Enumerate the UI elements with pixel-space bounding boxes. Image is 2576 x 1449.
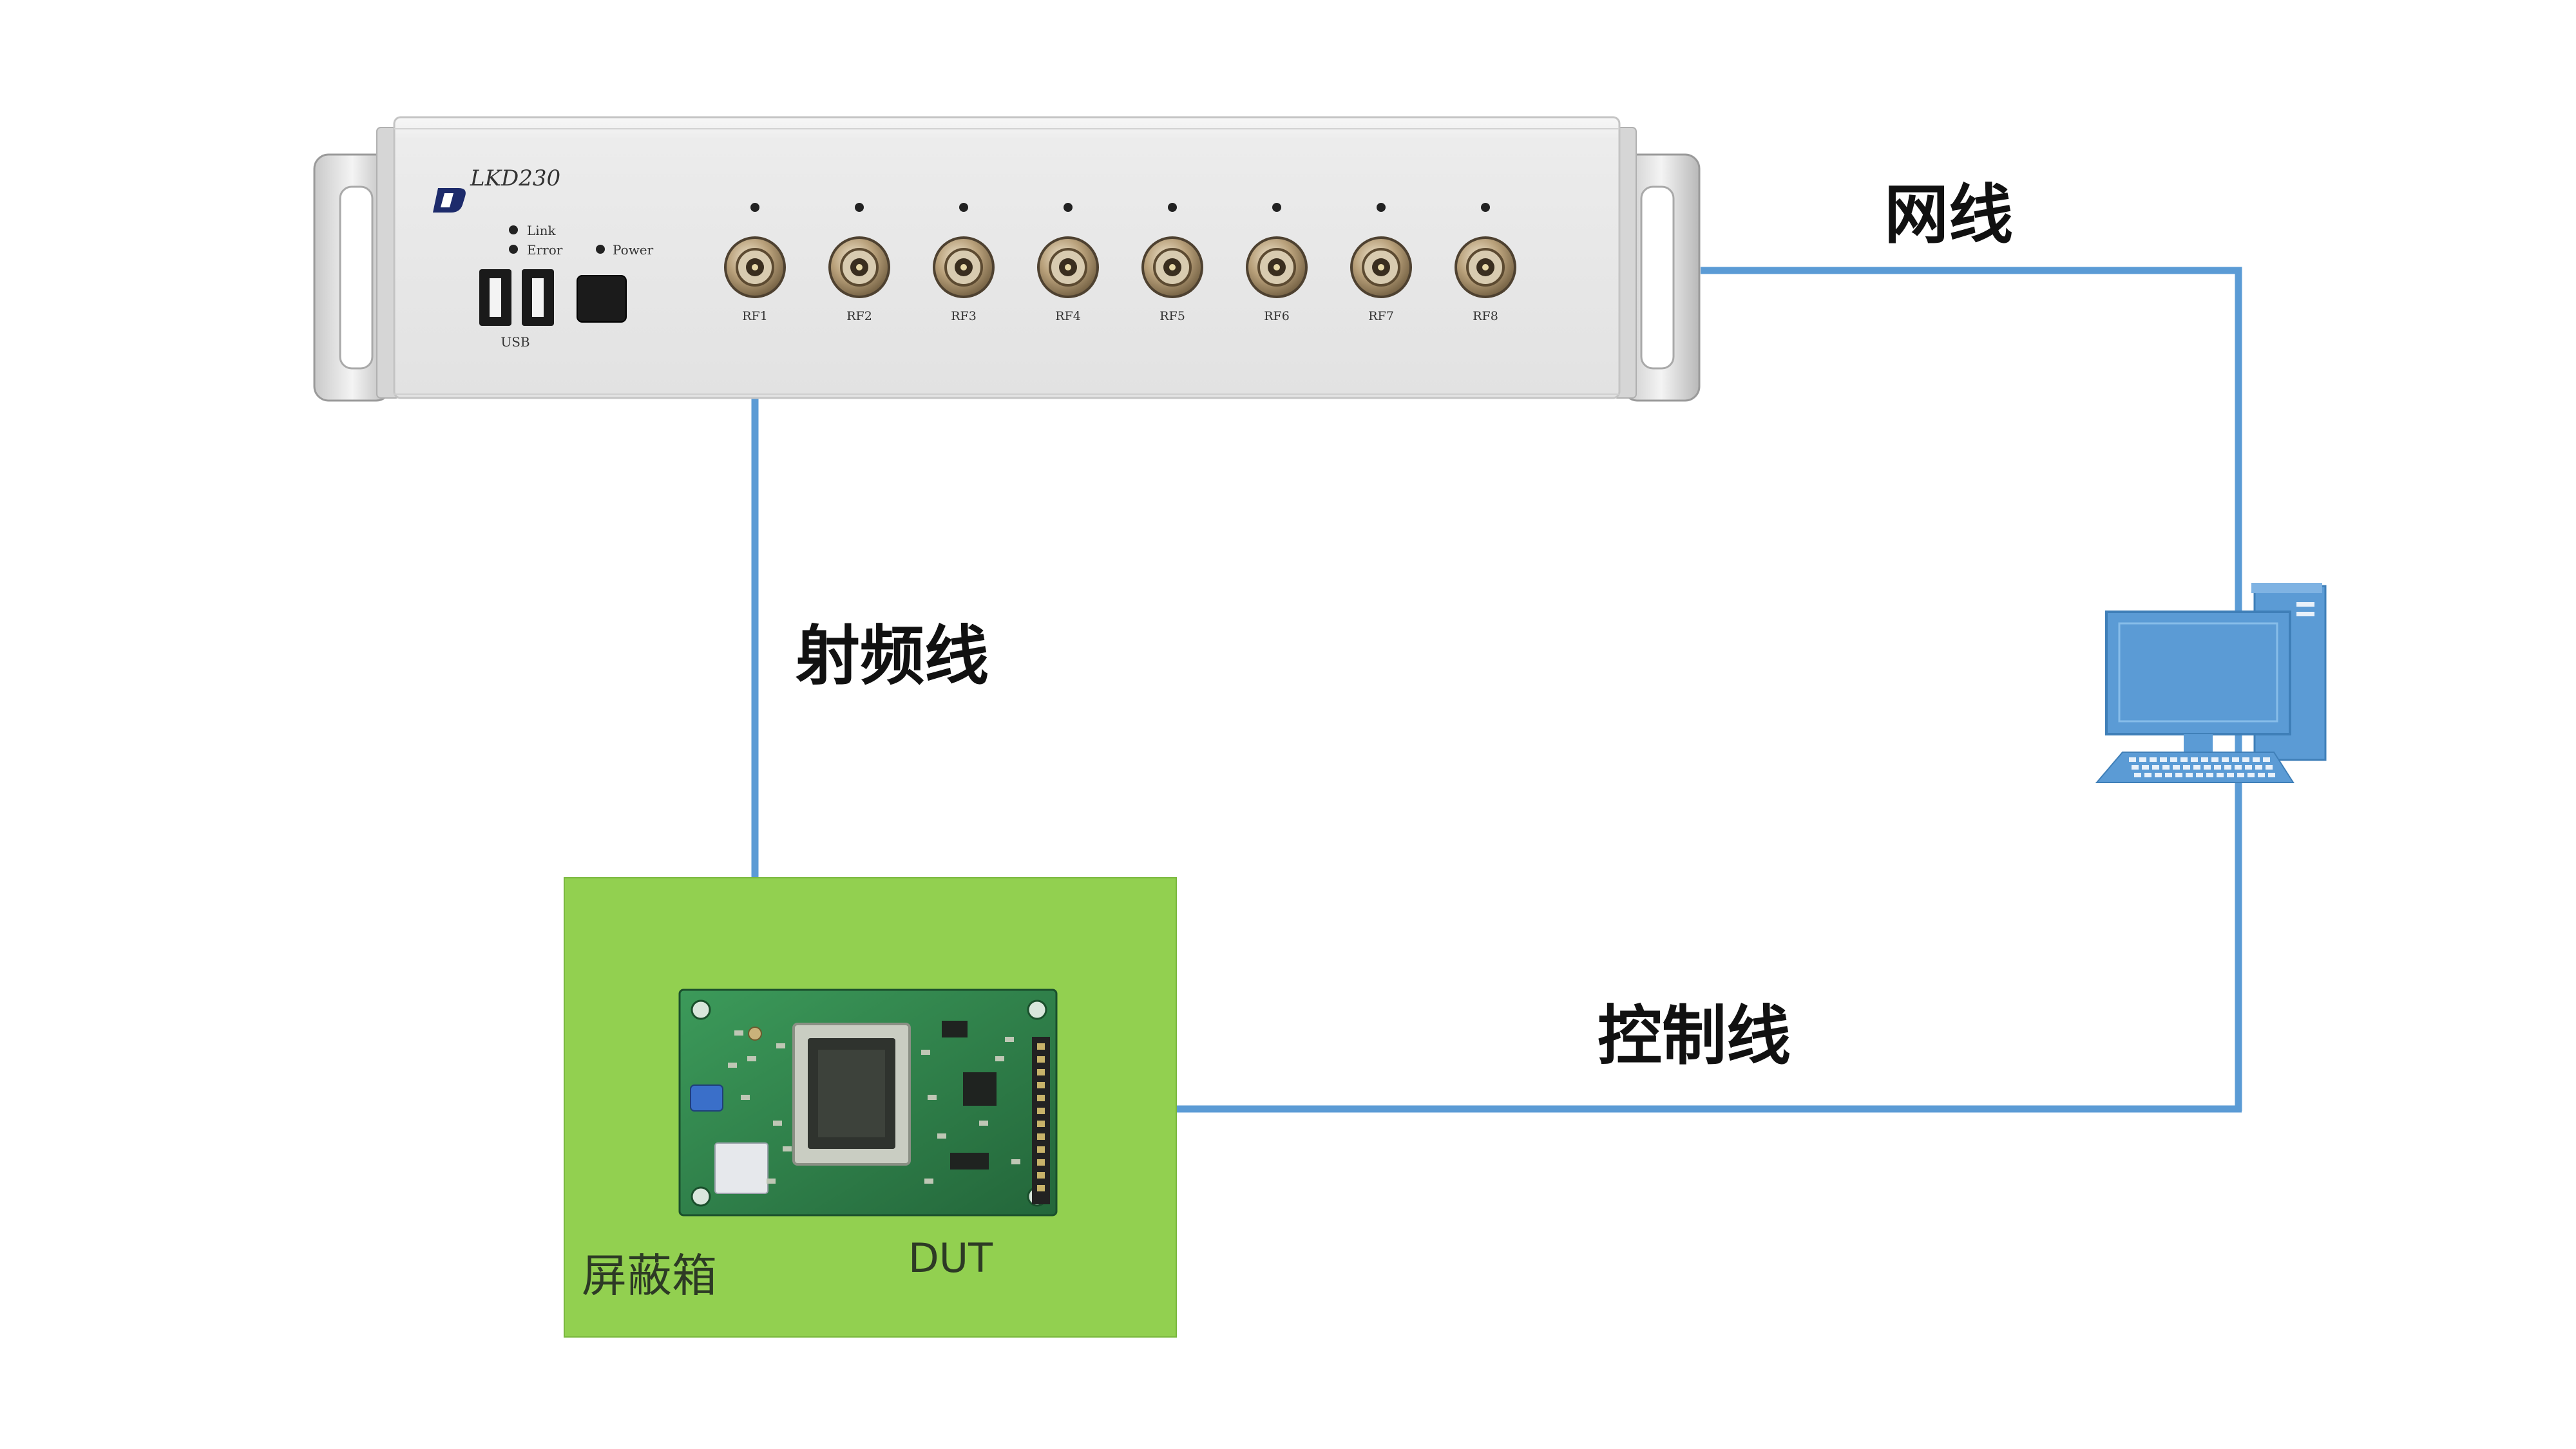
rf-cable-label: 射频线 (796, 618, 989, 694)
computer-icon (2095, 583, 2327, 783)
rf-port-label: RF3 (951, 309, 977, 323)
brand-logo: LKD230 (433, 166, 560, 213)
right-rack-handle (1622, 153, 1701, 402)
rf-connector-icon[interactable]: RF6 (1246, 203, 1308, 323)
dut-board (678, 989, 1058, 1217)
rf-port-label: RF5 (1159, 309, 1185, 323)
rf-module (792, 1023, 911, 1166)
smd-components (728, 1030, 1020, 1184)
dut-label: DUT (908, 1235, 993, 1282)
shield-box-label: 屏蔽箱 (582, 1249, 717, 1302)
status-indicators: Link Error Power (509, 223, 654, 258)
link-led (509, 225, 518, 234)
usb-label: USB (501, 334, 530, 350)
power-button-icon[interactable] (577, 275, 627, 323)
rf-connector-icon[interactable]: RF7 (1350, 203, 1412, 323)
shield-box: 屏蔽箱 DUT (564, 877, 1177, 1338)
rf-connector-icon[interactable]: RF1 (724, 203, 786, 323)
keyboard-keys (2129, 757, 2275, 777)
rf-connector-icon[interactable]: RF2 (828, 203, 890, 323)
network-cable (1701, 267, 2242, 1111)
rf-port-label: RF7 (1368, 309, 1394, 323)
network-cable-label: 网线 (1884, 177, 2013, 252)
rf-connector-icon[interactable]: RF5 (1141, 203, 1203, 323)
control-cable-label: 控制线 (1598, 998, 1791, 1074)
error-led (509, 245, 518, 254)
rf-ports: RF1 RF2 RF3 RF4 RF5 RF6 RF7 RF8 (724, 203, 1516, 323)
usb-ports: USB (479, 269, 554, 350)
power-label: Power (613, 242, 654, 258)
instrument-lkd230: LKD230 Link Error Power USB RF1 RF2 RF3 RF4… (313, 116, 1701, 402)
rf-port-label: RF6 (1264, 309, 1290, 323)
rf-connector-icon[interactable]: RF8 (1455, 203, 1516, 323)
rf-connector-icon[interactable]: RF3 (933, 203, 995, 323)
rf-connector-icon[interactable]: RF4 (1037, 203, 1099, 323)
rf-port-label: RF4 (1055, 309, 1081, 323)
pin-header (1032, 1037, 1050, 1204)
front-panel (393, 116, 1621, 399)
blue-component (690, 1084, 723, 1112)
rf-port-label: RF8 (1473, 309, 1498, 323)
board-sticker (714, 1142, 768, 1194)
model-name: LKD230 (470, 166, 560, 191)
power-led (596, 245, 605, 254)
rf-port-label: RF1 (742, 309, 768, 323)
error-label: Error (527, 242, 563, 258)
link-label: Link (527, 223, 557, 238)
rf-port-label: RF2 (846, 309, 872, 323)
